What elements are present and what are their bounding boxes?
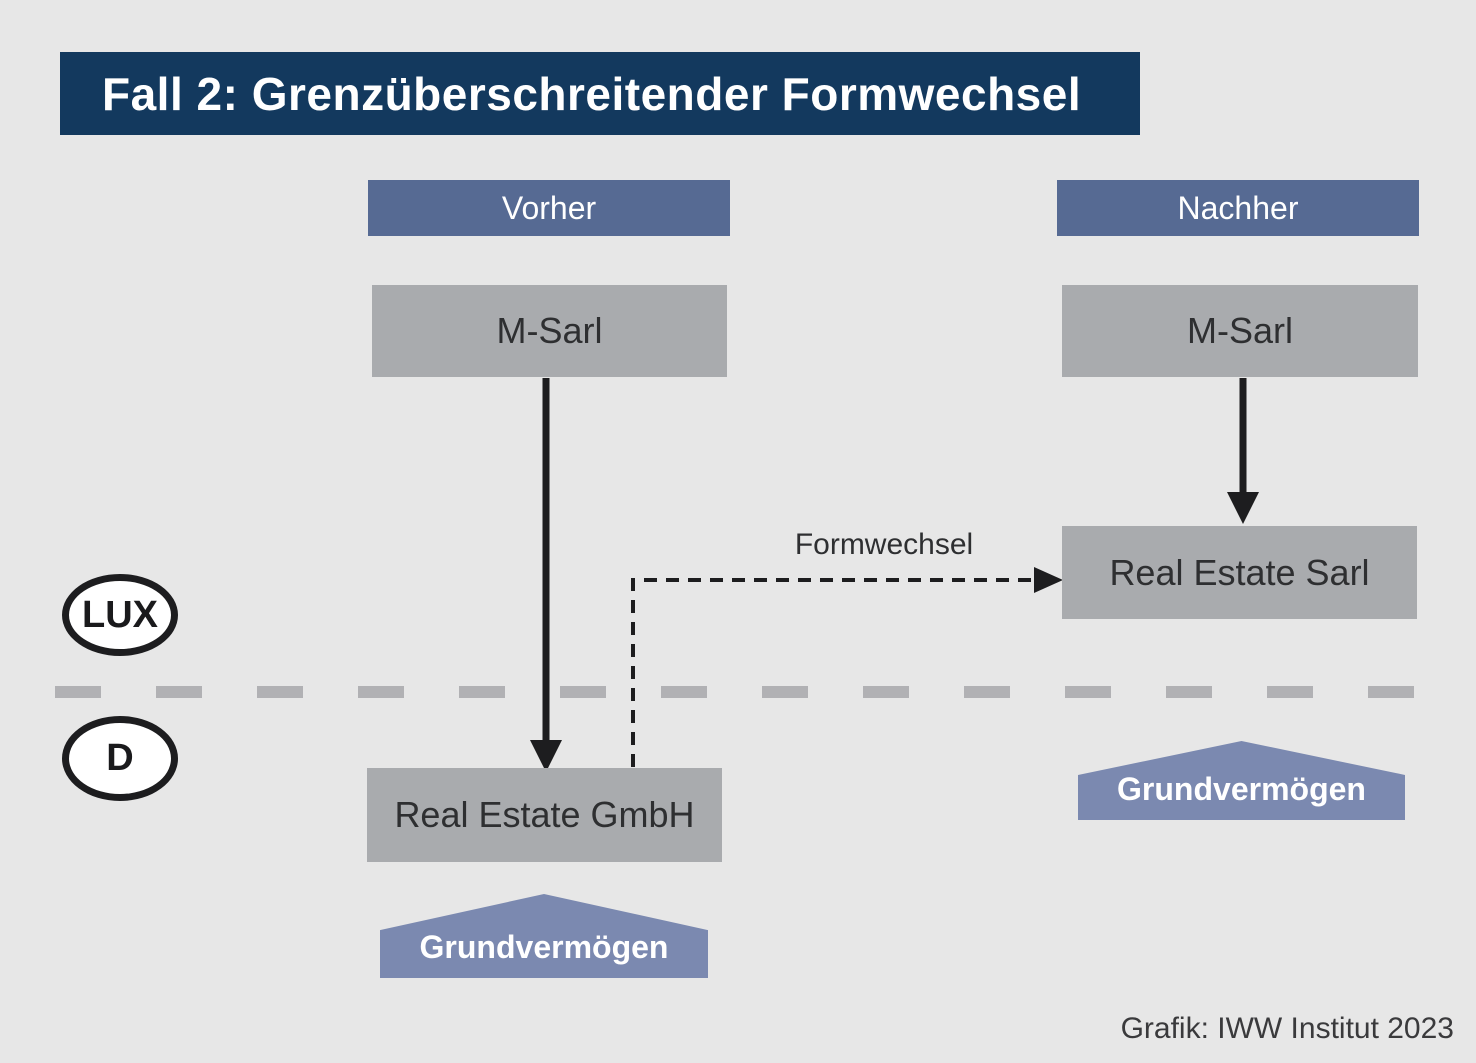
- box-m-sarl-after: M-Sarl: [1062, 285, 1418, 377]
- asset-grundvermoegen-after: Grundvermögen: [1078, 741, 1405, 820]
- region-badge-lux-label: LUX: [82, 593, 158, 636]
- box-m-sarl-before: M-Sarl: [372, 285, 727, 377]
- box-real-estate-gmbh: Real Estate GmbH: [367, 768, 722, 862]
- column-header-vorher: Vorher: [368, 180, 730, 236]
- asset-grundvermoegen-before: Grundvermögen: [380, 894, 708, 978]
- region-badge-d-label: D: [106, 737, 134, 779]
- credit-line: Grafik: IWW Institut 2023: [1120, 1012, 1454, 1045]
- formwechsel-arrow-head: [1034, 567, 1063, 593]
- page-title: Fall 2: Grenzüberschreitender Formwechse…: [102, 67, 1082, 120]
- box-m-sarl-after-label: M-Sarl: [1187, 310, 1293, 351]
- box-m-sarl-before-label: M-Sarl: [496, 310, 603, 351]
- region-badge-lux: LUX: [62, 574, 178, 656]
- column-header-nachher-label: Nachher: [1177, 189, 1299, 226]
- asset-grundvermoegen-after-label: Grundvermögen: [1117, 771, 1366, 807]
- column-header-nachher: Nachher: [1057, 180, 1419, 236]
- column-header-vorher-label: Vorher: [501, 189, 597, 226]
- ownership-arrow-left-head: [530, 740, 562, 772]
- box-real-estate-gmbh-label: Real Estate GmbH: [394, 794, 695, 835]
- title-bar: Fall 2: Grenzüberschreitender Formwechse…: [60, 52, 1140, 135]
- region-badge-d: D: [62, 716, 178, 801]
- box-real-estate-sarl: Real Estate Sarl: [1062, 526, 1417, 619]
- ownership-arrow-right-head: [1227, 492, 1259, 524]
- formwechsel-label: Formwechsel: [794, 528, 974, 561]
- asset-grundvermoegen-before-label: Grundvermögen: [419, 929, 669, 965]
- formwechsel-arrow-path: [631, 578, 1034, 767]
- box-real-estate-sarl-label: Real Estate Sarl: [1109, 551, 1370, 593]
